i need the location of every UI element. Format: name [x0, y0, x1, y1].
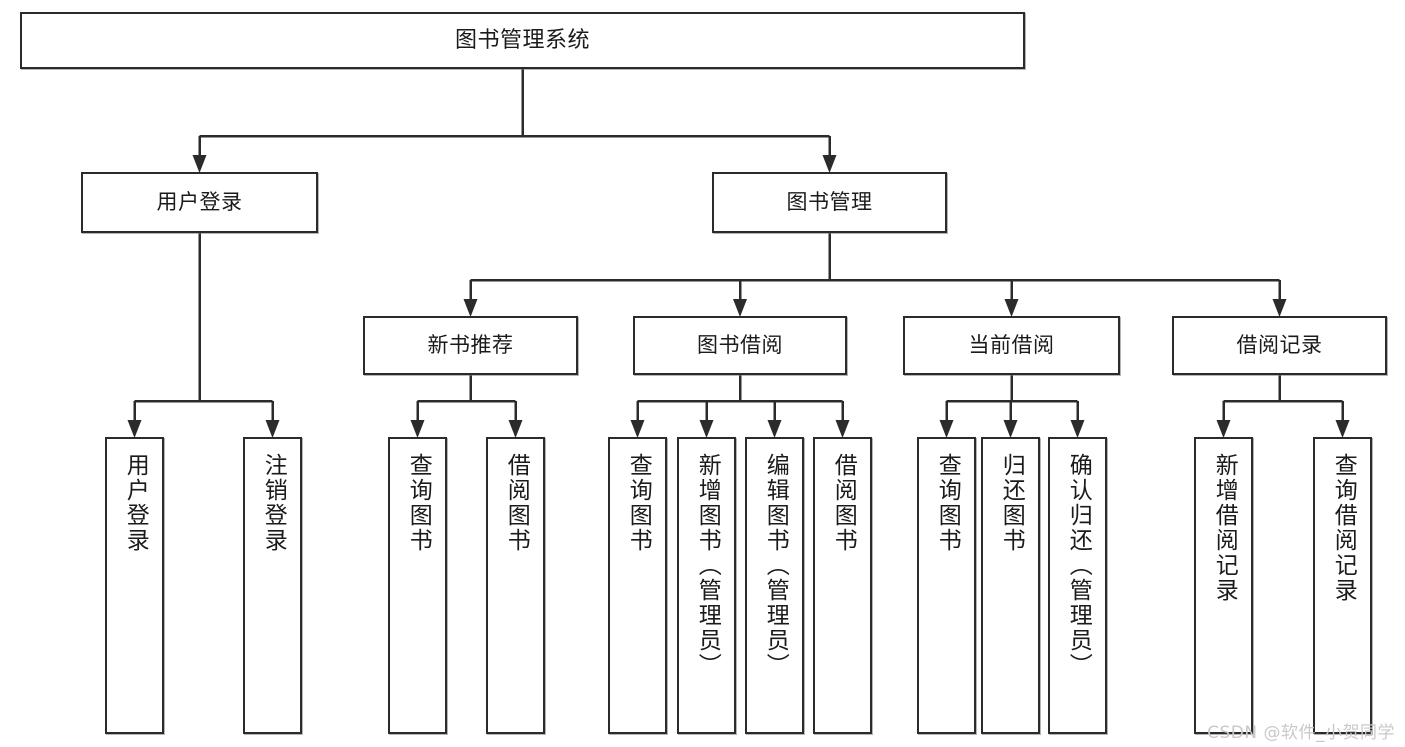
node-leaf-user-login[interactable]: 用户登录 — [105, 437, 164, 734]
node-leaf-query-book-2[interactable]: 查询图书 — [608, 437, 667, 734]
watermark-text: CSDN @软件_小贺同学 — [1207, 723, 1395, 743]
node-label: 借阅图书 — [503, 453, 530, 553]
node-label: 查询图书 — [934, 453, 961, 553]
node-leaf-edit-book[interactable]: 编辑图书（管理员） — [745, 437, 804, 734]
node-leaf-add-record[interactable]: 新增借阅记录 — [1194, 437, 1253, 734]
node-label: 注销登录 — [260, 453, 287, 553]
node-leaf-add-book[interactable]: 新增图书（管理员） — [677, 437, 736, 734]
node-leaf-user-logout[interactable]: 注销登录 — [243, 437, 302, 734]
node-user-login[interactable]: 用户登录 — [81, 172, 318, 233]
node-leaf-query-record[interactable]: 查询借阅记录 — [1313, 437, 1372, 734]
node-label: 图书管理 — [786, 190, 873, 215]
node-leaf-borrow-book-2[interactable]: 借阅图书 — [813, 437, 872, 734]
node-label: 归还图书 — [998, 453, 1025, 553]
node-label: 借阅记录 — [1236, 333, 1323, 358]
node-label: 图书管理系统 — [454, 27, 590, 53]
node-book-borrow[interactable]: 图书借阅 — [633, 316, 847, 375]
node-leaf-query-book-3[interactable]: 查询图书 — [917, 437, 976, 734]
node-leaf-return-book[interactable]: 归还图书 — [981, 437, 1040, 734]
node-leaf-confirm-return[interactable]: 确认归还（管理员） — [1048, 437, 1107, 734]
node-new-book-recommend[interactable]: 新书推荐 — [363, 316, 578, 375]
node-leaf-borrow-book-1[interactable]: 借阅图书 — [486, 437, 545, 734]
node-label: 新增借阅记录 — [1211, 453, 1238, 603]
node-root[interactable]: 图书管理系统 — [20, 12, 1025, 69]
node-current-borrow[interactable]: 当前借阅 — [903, 316, 1120, 375]
node-label: 确认归还（管理员） — [1065, 453, 1092, 678]
node-label: 新书推荐 — [427, 333, 514, 358]
node-book-manage[interactable]: 图书管理 — [712, 172, 947, 233]
node-label: 当前借阅 — [968, 333, 1055, 358]
node-borrow-record[interactable]: 借阅记录 — [1172, 316, 1387, 375]
node-label: 查询图书 — [405, 453, 432, 553]
node-label: 新增图书（管理员） — [694, 453, 721, 678]
node-label: 编辑图书（管理员） — [762, 453, 789, 678]
node-label: 查询图书 — [625, 453, 652, 553]
node-label: 查询借阅记录 — [1330, 453, 1357, 603]
node-label: 借阅图书 — [830, 453, 857, 553]
node-leaf-query-book-1[interactable]: 查询图书 — [388, 437, 447, 734]
node-label: 用户登录 — [122, 453, 149, 553]
node-label: 图书借阅 — [697, 333, 783, 358]
node-label: 用户登录 — [156, 190, 243, 215]
